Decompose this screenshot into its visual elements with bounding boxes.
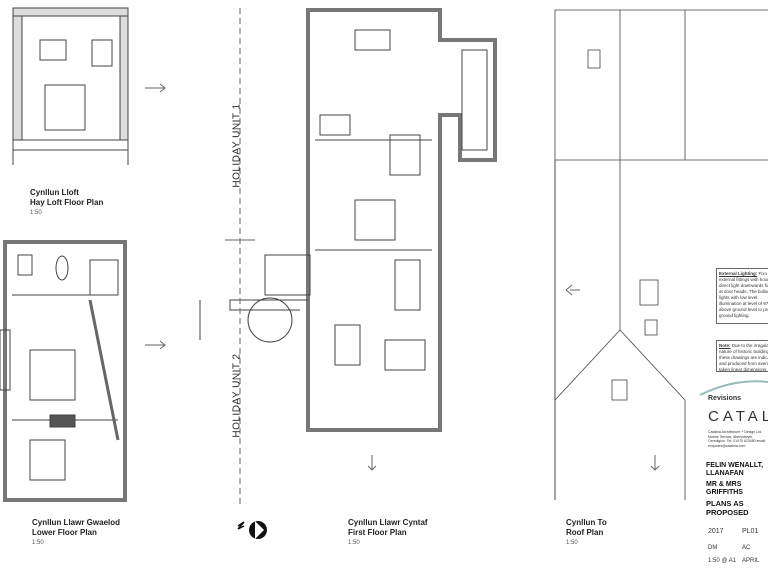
scale: 1:50 @ A1 bbox=[708, 558, 737, 564]
plan-title-english: Hay Loft Floor Plan bbox=[30, 198, 104, 207]
drawing-title: PLANS AS PROPOSED bbox=[706, 499, 766, 517]
note-text: Due to the irregular nature of historic … bbox=[719, 343, 768, 372]
plan-scale: 1:50 bbox=[348, 540, 360, 546]
plan-scale: 1:50 bbox=[32, 540, 44, 546]
lower-floor-title: Cynllun Llawr Gwaelod Lower Floor Plan 1… bbox=[32, 518, 120, 548]
note-heading: External Lighting: bbox=[719, 271, 758, 276]
roof-plan bbox=[554, 9, 768, 500]
irregular-note: Note: Due to the irregular nature of his… bbox=[716, 340, 768, 372]
drawing-number: PL01 bbox=[742, 528, 759, 535]
unit-2-label: HOLIDAY UNIT 2 bbox=[231, 353, 243, 438]
plan-scale: 1:50 bbox=[566, 540, 578, 546]
plan-title-english: Lower Floor Plan bbox=[32, 528, 97, 537]
first-floor-title: Cynllun Llawr Cyntaf First Floor Plan 1:… bbox=[348, 518, 428, 548]
drawn-by: DM bbox=[708, 545, 718, 551]
company-logo: CATALI bbox=[708, 408, 768, 425]
plan-title-welsh: Cynllun Llawr Cyntaf bbox=[348, 518, 428, 527]
first-floor-plan bbox=[199, 8, 497, 432]
plan-title-welsh: Cynllun To bbox=[566, 518, 607, 527]
direction-arrows bbox=[145, 83, 660, 471]
plan-title-english: Roof Plan bbox=[566, 528, 604, 537]
north-arrow-icon bbox=[237, 521, 267, 539]
lighting-note: External Lighting: Fixo external fitting… bbox=[716, 268, 768, 324]
plan-title-welsh: Cynllun Llawr Gwaelod bbox=[32, 518, 121, 527]
client-name: MR & MRS GRIFFITHS bbox=[706, 481, 766, 497]
note-heading: Note: bbox=[719, 343, 731, 348]
project-name: FELIN WENALLT, LLANAFAN bbox=[706, 462, 766, 478]
revisions-heading: Revisions bbox=[708, 395, 742, 402]
company-details: Catalina Architecture + Design Ltd, Mari… bbox=[708, 430, 766, 448]
issue-date: APRIL bbox=[742, 558, 760, 564]
note-text: Fixo external fittings with hoods to dir… bbox=[719, 271, 768, 318]
date: 2017 bbox=[708, 528, 724, 535]
lower-floor-plan bbox=[0, 240, 127, 502]
roof-plan-title: Cynllun To Roof Plan 1:50 bbox=[566, 518, 607, 548]
checked-by: AC bbox=[742, 545, 751, 551]
plan-scale: 1:50 bbox=[30, 210, 42, 216]
hay-loft-title: Cynllun Lloft Hay Loft Floor Plan 1:50 bbox=[30, 188, 103, 218]
plan-title-welsh: Cynllun Lloft bbox=[30, 188, 79, 197]
hay-loft-plan bbox=[12, 7, 129, 165]
unit-1-label: HOLIDAY UNIT 1 bbox=[231, 103, 243, 188]
plan-title-english: First Floor Plan bbox=[348, 528, 407, 537]
